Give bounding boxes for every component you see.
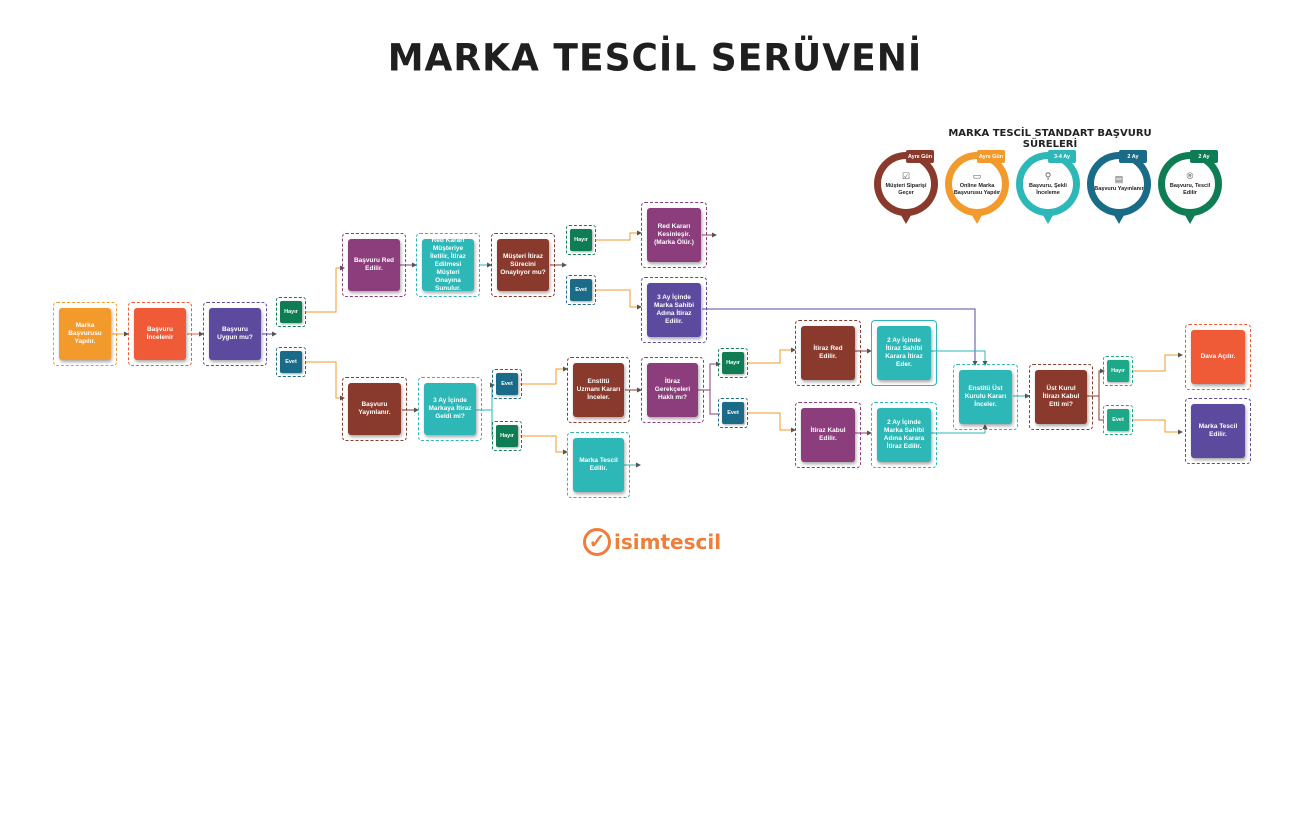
flow-node-customer-approves: Müşteri İtiraz Sürecini Onaylıyor mu? <box>491 233 555 297</box>
node-label: Başvuru İncelenir <box>134 308 186 360</box>
flow-node-board-accepted: Üst Kurul İtirazı Kabul Etti mi? <box>1029 364 1093 430</box>
decision-yes-pill: Evet <box>718 398 748 428</box>
node-label: 2 Ay İçinde İtiraz Sahibi Karara İtiraz … <box>877 326 931 380</box>
node-label: Enstitü Üst Kurulu Kararı İnceler. <box>959 370 1012 424</box>
node-label: Enstitü Uzmanı Kararı İnceler. <box>573 363 624 417</box>
node-label: Dava Açılır. <box>1191 330 1245 384</box>
duration-tag: Aynı Gün <box>906 150 934 163</box>
node-label: İtiraz Red Edilir. <box>801 326 855 380</box>
node-label: Başvuru Uygun mu? <box>209 308 261 360</box>
node-label: Marka Tescil Edilir. <box>573 438 624 492</box>
flow-node-owner-appeals: 2 Ay İçinde Marka Sahibi Adına Karara İt… <box>871 402 937 468</box>
node-label: Marka Tescil Edilir. <box>1191 404 1245 458</box>
badge-disc: ▤Başvuru Yayınlanır <box>1094 159 1144 209</box>
isimtescil-logo: ✓ isimtescil <box>583 528 721 556</box>
flow-node-objection-rejected: İtiraz Red Edilir. <box>795 320 861 386</box>
decision-no-pill: Hayır <box>492 421 522 451</box>
flow-node-lawsuit-filed: Dava Açılır. <box>1185 324 1251 390</box>
node-label: 2 Ay İçinde Marka Sahibi Adına Karara İt… <box>877 408 931 462</box>
flow-node-application-suitable: Başvuru Uygun mu? <box>203 302 267 366</box>
legend-label: Başvuru Yayınlanır <box>1094 186 1144 193</box>
decision-yes-pill: Evet <box>1103 405 1133 435</box>
pill-label: Evet <box>1107 409 1129 431</box>
flow-node-application-made: Marka Başvurusu Yapılır. <box>53 302 117 366</box>
decision-yes-pill: Evet <box>566 275 596 305</box>
decision-no-pill: Hayır <box>718 348 748 378</box>
node-label: İtiraz Gerekçeleri Haklı mı? <box>647 363 698 417</box>
flow-node-objection-accepted: İtiraz Kabul Edilir. <box>795 402 861 468</box>
badge-disc: ▭Online Marka Başvurusu Yapılır <box>952 159 1002 209</box>
decision-no-pill: Hayır <box>566 225 596 255</box>
node-label: 3 Ay İçinde Marka Sahibi Adına İtiraz Ed… <box>647 283 701 337</box>
flow-node-owner-objection: 3 Ay İçinde Marka Sahibi Adına İtiraz Ed… <box>641 277 707 343</box>
flow-node-expert-reviews: Enstitü Uzmanı Kararı İnceler. <box>567 357 630 423</box>
badge-disc: ☑Müşteri Siparişi Geçer <box>881 159 931 209</box>
flow-node-rejection-notified: Red Kararı Müşteriye İletilir, İtiraz Ed… <box>416 233 480 297</box>
pill-label: Hayır <box>722 352 744 374</box>
flow-node-trademark-registered: Marka Tescil Edilir. <box>567 432 630 498</box>
pill-label: Hayır <box>1107 360 1129 382</box>
node-label: İtiraz Kabul Edilir. <box>801 408 855 462</box>
node-label: Başvuru Red Edilir. <box>348 239 400 291</box>
node-label: Üst Kurul İtirazı Kabul Etti mi? <box>1035 370 1087 424</box>
checklist-icon: ☑ <box>901 170 911 181</box>
badge-disc: ®Başvuru, Tescil Edilir <box>1165 159 1215 209</box>
flow-node-application-reviewed: Başvuru İncelenir <box>128 302 192 366</box>
pill-label: Hayır <box>570 229 592 251</box>
page-title: MARKA TESCİL SERÜVENİ <box>387 36 923 81</box>
magnifier-icon: ⚲ <box>1044 170 1052 181</box>
decision-no-pill: Hayır <box>1103 356 1133 386</box>
flow-node-application-rejected: Başvuru Red Edilir. <box>342 233 406 297</box>
badge-disc: ⚲Başvuru, Şekli İnceleme <box>1023 159 1073 209</box>
duration-tag: 3-4 Ay <box>1048 150 1076 163</box>
newspaper-icon: ▤ <box>1114 174 1124 185</box>
pill-label: Hayır <box>280 301 302 323</box>
flow-node-board-reviews: Enstitü Üst Kurulu Kararı İnceler. <box>953 364 1018 430</box>
duration-tag: 2 Ay <box>1190 150 1218 163</box>
decision-no-pill: Hayır <box>276 297 306 327</box>
flow-node-objection-received: 3 Ay İçinde Markaya İtiraz Geldi mi? <box>418 377 482 441</box>
node-label: Marka Başvurusu Yapılır. <box>59 308 111 360</box>
pill-label: Evet <box>496 373 518 395</box>
pill-label: Evet <box>570 279 592 301</box>
pill-label: Evet <box>280 351 302 373</box>
legend-title: MARKA TESCİL STANDART BAŞVURU SÜRELERİ <box>948 128 1152 150</box>
node-label: Red Kararı Müşteriye İletilir, İtiraz Ed… <box>422 237 474 292</box>
legend-label: Müşteri Siparişi Geçer <box>885 182 927 196</box>
flow-node-final-registered: Marka Tescil Edilir. <box>1185 398 1251 464</box>
flow-node-application-published: Başvuru Yayınlanır. <box>342 377 407 441</box>
pill-label: Hayır <box>496 425 518 447</box>
checkmark-icon: ✓ <box>583 528 611 556</box>
registered-icon: ® <box>1186 170 1194 181</box>
node-label: Red Kararı Kesinleşir. (Marka Ölür.) <box>647 208 701 262</box>
duration-tag: Aynı Gün <box>977 150 1005 163</box>
monitor-icon: ▭ <box>972 170 982 181</box>
flow-node-rejection-final: Red Kararı Kesinleşir. (Marka Ölür.) <box>641 202 707 268</box>
flow-node-objection-justified: İtiraz Gerekçeleri Haklı mı? <box>641 357 704 423</box>
node-label: Başvuru Yayınlanır. <box>348 383 401 435</box>
legend-label: Online Marka Başvurusu Yapılır <box>953 182 1001 196</box>
pill-label: Evet <box>722 402 744 424</box>
node-label: Müşteri İtiraz Sürecini Onaylıyor mu? <box>497 239 549 291</box>
decision-yes-pill: Evet <box>276 347 306 377</box>
decision-yes-pill: Evet <box>492 369 522 399</box>
legend-label: Başvuru, Tescil Edilir <box>1169 182 1211 196</box>
duration-tag: 2 Ay <box>1119 150 1147 163</box>
flow-node-objector-appeals: 2 Ay İçinde İtiraz Sahibi Karara İtiraz … <box>871 320 937 386</box>
node-label: 3 Ay İçinde Markaya İtiraz Geldi mi? <box>424 383 476 435</box>
logo-text: isimtescil <box>614 530 722 554</box>
legend-label: Başvuru, Şekli İnceleme <box>1029 182 1067 196</box>
